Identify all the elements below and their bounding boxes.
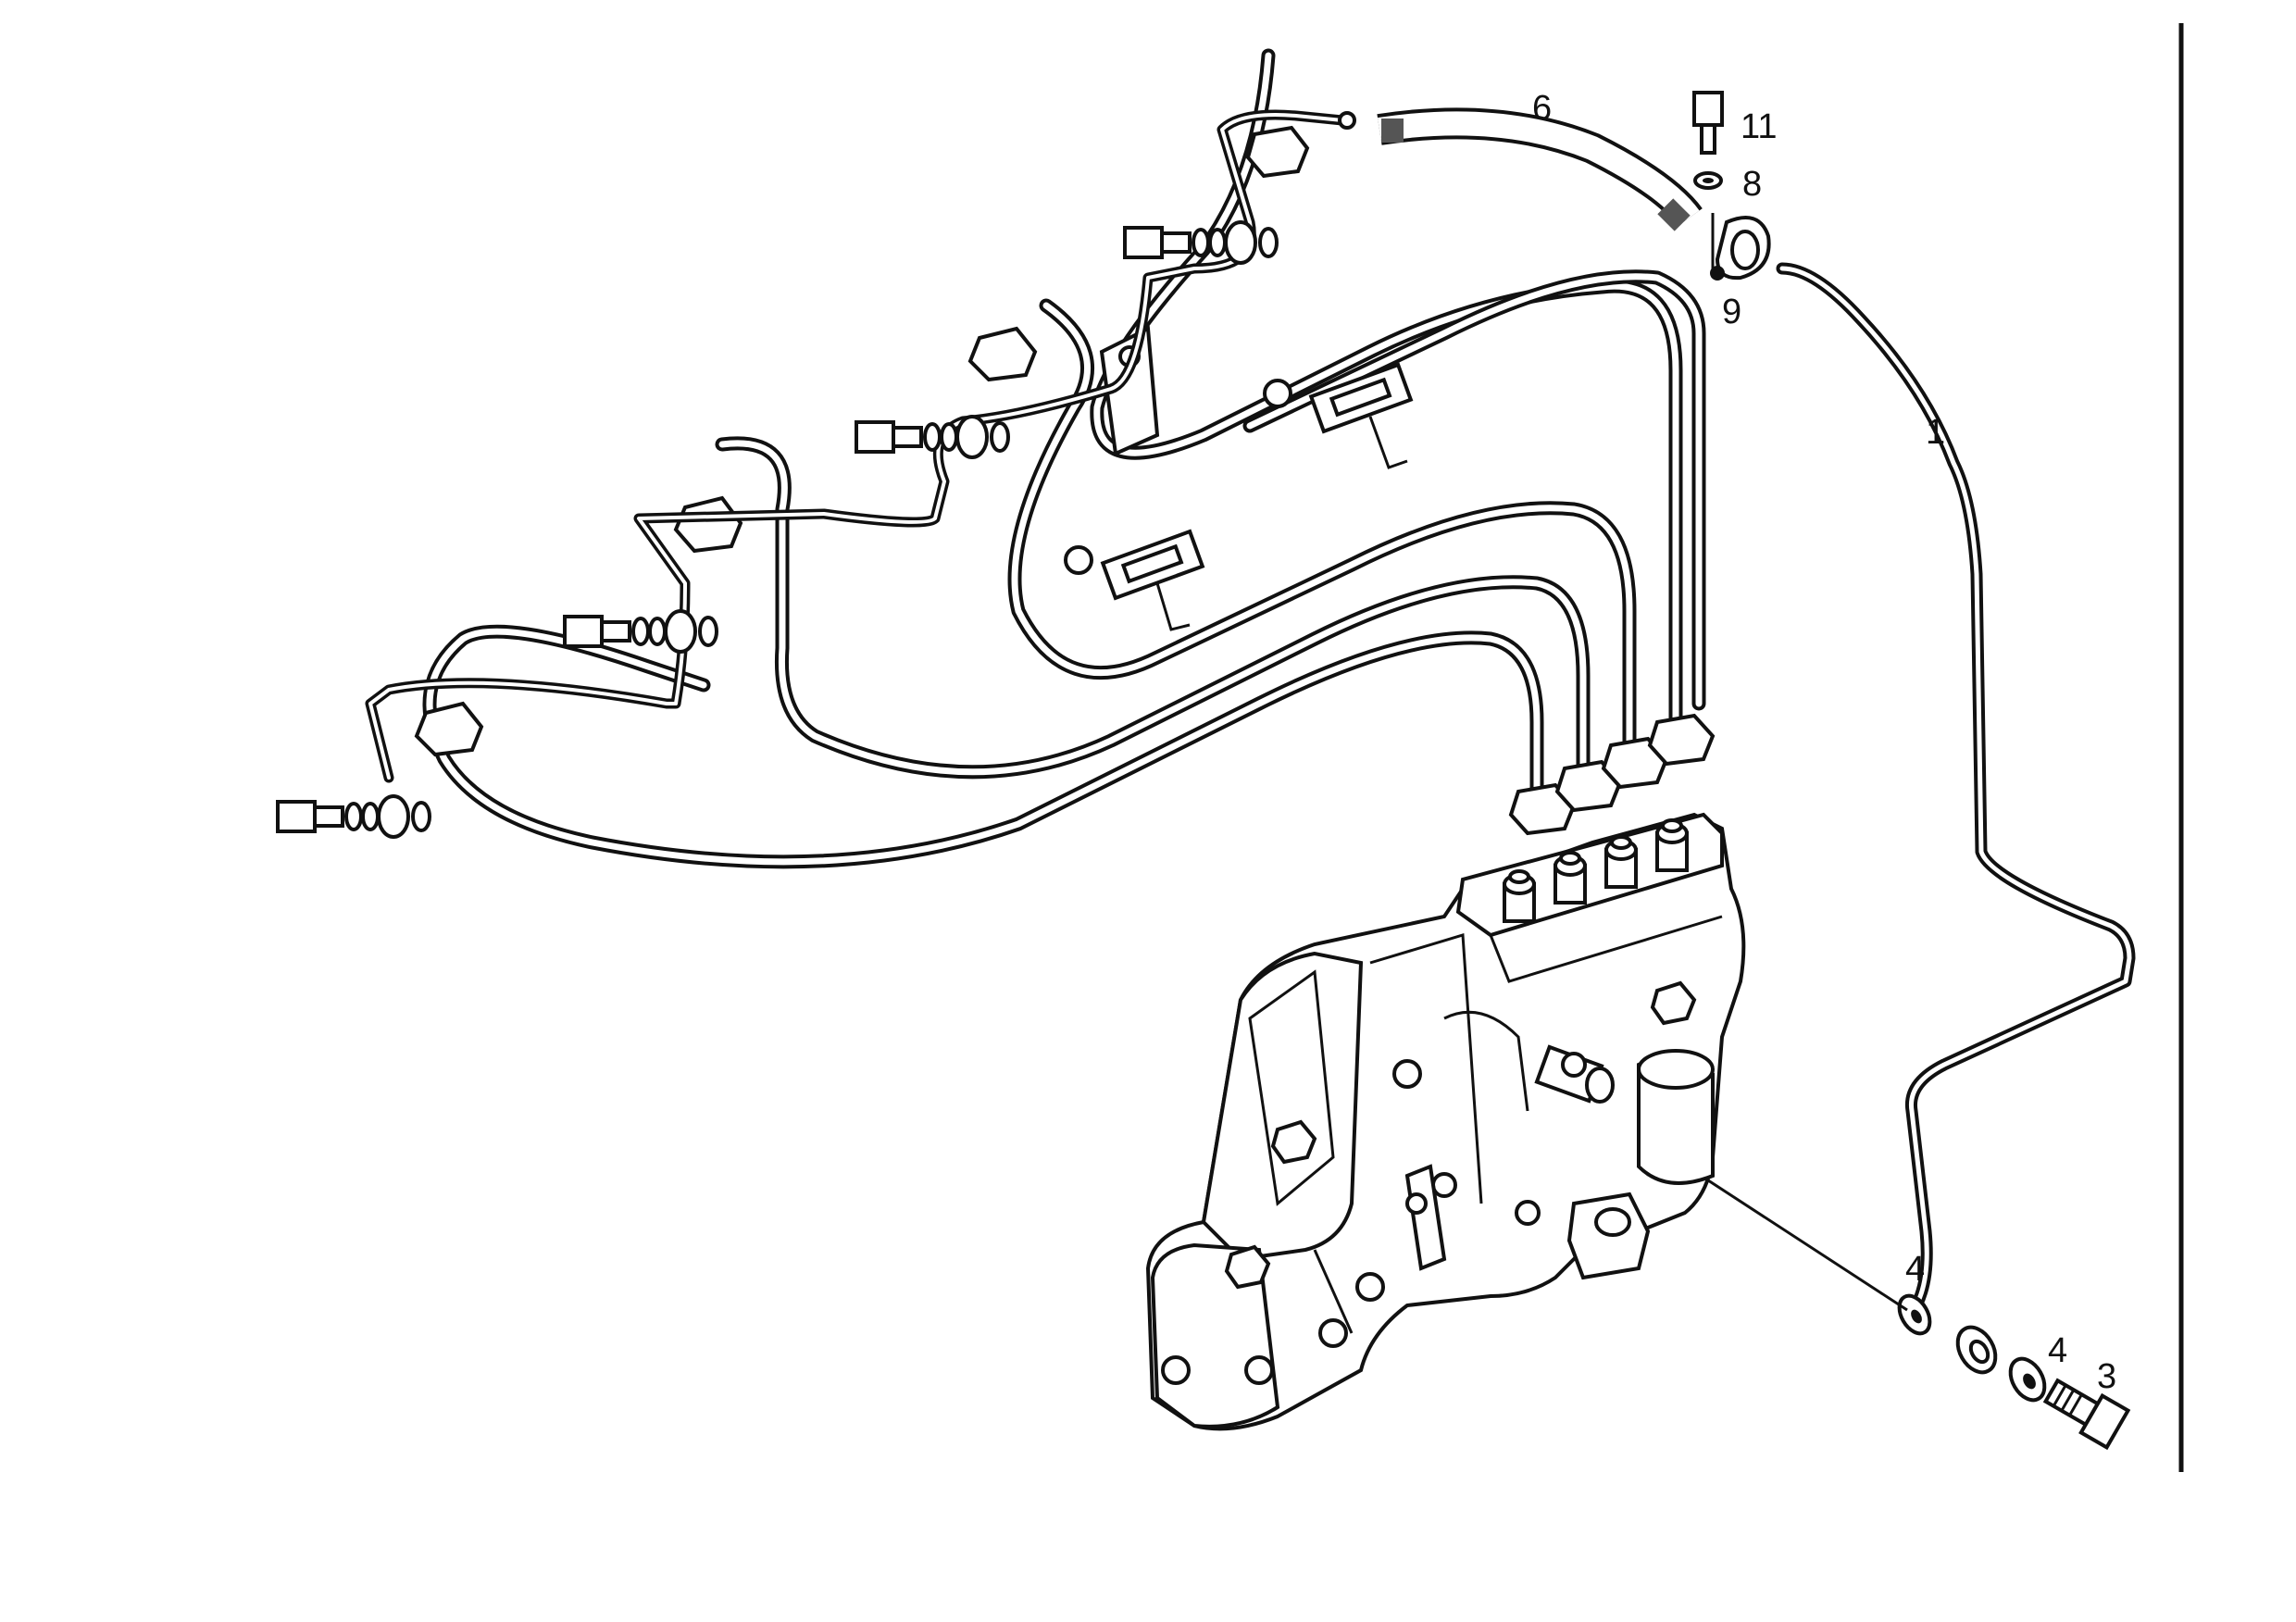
callout-1: 1 <box>1926 413 1946 452</box>
pipe-clamp-lower <box>1064 529 1205 631</box>
sealing-washer-right <box>2008 1356 2047 1403</box>
injection-line-bundle <box>414 48 1716 869</box>
hose-clip-assembly <box>1692 91 1771 281</box>
return-hose <box>1377 107 1703 231</box>
callout-4-left: 4 <box>1905 1250 1926 1289</box>
callout-4-right: 4 <box>2048 1331 2068 1370</box>
callout-8: 8 <box>1742 165 1763 204</box>
callout-3: 3 <box>2097 1357 2117 1396</box>
pipe-clamp-upper <box>1263 362 1414 469</box>
callout-9: 9 <box>1722 293 1742 331</box>
callout-11: 11 <box>1741 107 1778 146</box>
injector-banjo-fittings <box>276 220 1279 839</box>
banjo-bolt <box>2042 1378 2131 1451</box>
overflow-pipe <box>1776 262 2136 1375</box>
injection-pump <box>1145 812 1746 1431</box>
central-bracket <box>1099 325 1160 456</box>
sealing-washer-left <box>1897 1293 1932 1336</box>
callout-6: 6 <box>1532 89 1553 128</box>
